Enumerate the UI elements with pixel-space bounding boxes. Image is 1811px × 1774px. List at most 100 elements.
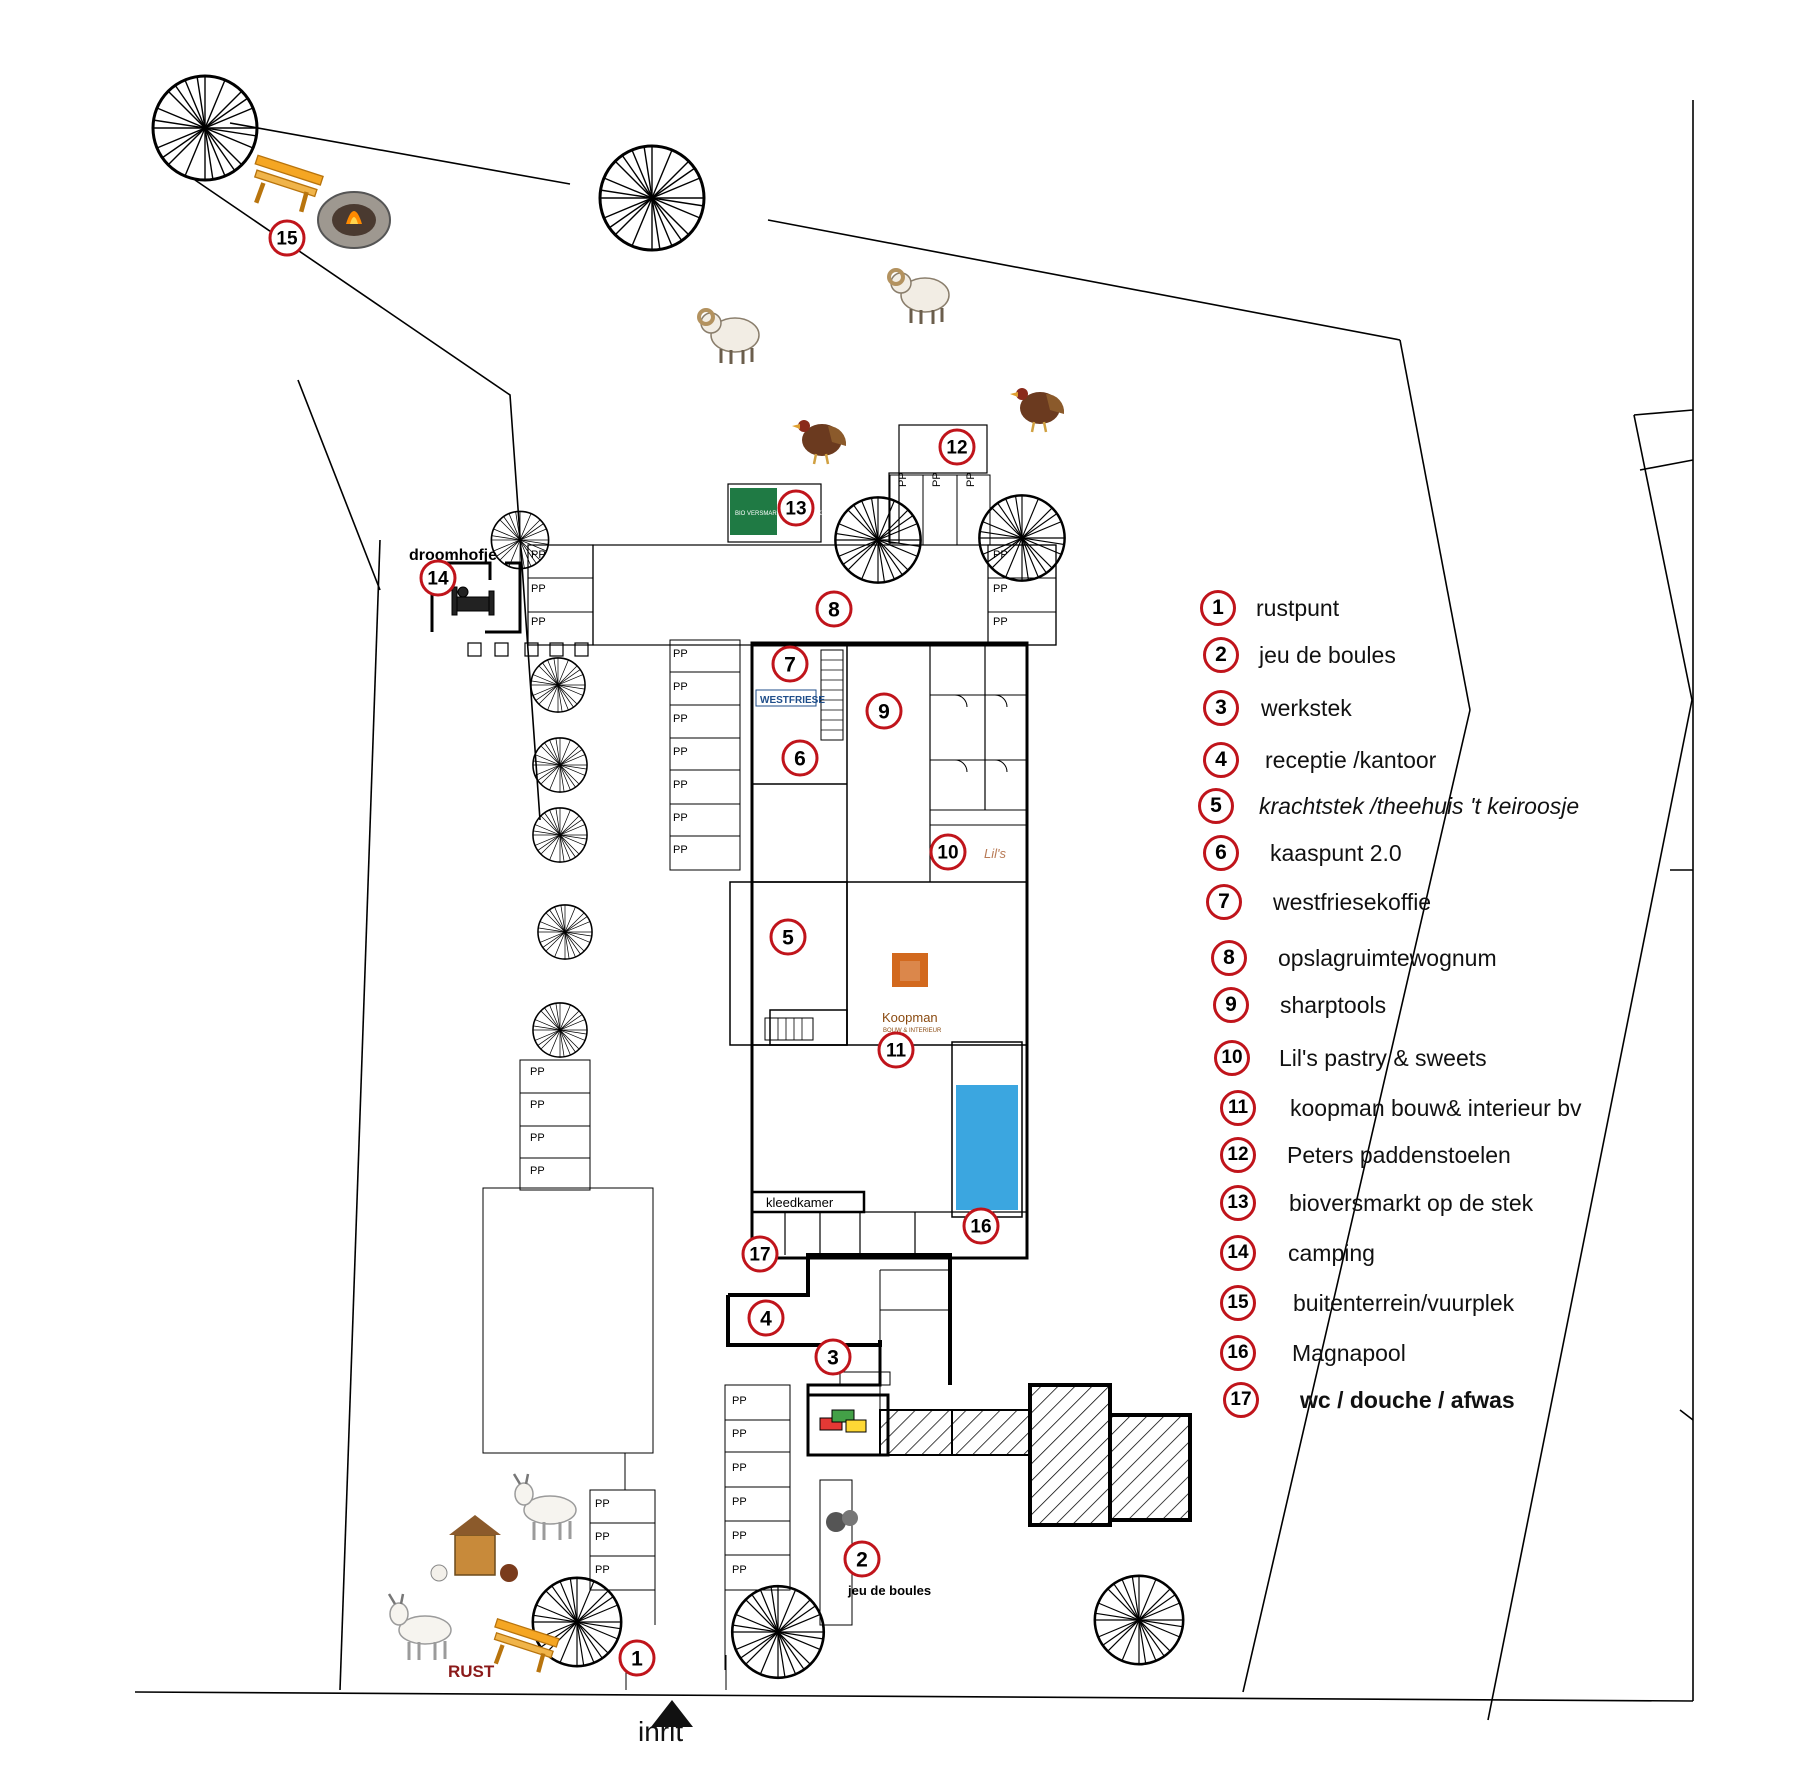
legend-number-badge: 14 <box>1220 1235 1256 1271</box>
marker-number: 13 <box>785 499 806 520</box>
legend-number-badge: 4 <box>1203 742 1239 778</box>
rust-sign-label: RUST <box>448 1662 495 1681</box>
bio-versmarkt-logo <box>730 488 777 535</box>
entrance-arrow-icon <box>651 1700 693 1727</box>
pp-label: PP <box>530 1165 545 1177</box>
pp-label: PP <box>530 1066 545 1078</box>
map-marker-1[interactable]: 1 <box>618 1639 656 1677</box>
legend-number-badge: 6 <box>1203 835 1239 871</box>
map-marker-10[interactable]: 10 <box>929 833 967 871</box>
animal-icons <box>387 268 1066 1662</box>
map-marker-8[interactable]: 8 <box>815 590 853 628</box>
chicken-coop-icon <box>430 1515 518 1582</box>
property-boundary <box>134 100 1694 1721</box>
map-marker-9[interactable]: 9 <box>865 692 903 730</box>
map-marker-5[interactable]: 5 <box>769 918 807 956</box>
map-marker-14[interactable]: 14 <box>419 559 457 597</box>
tree-icon <box>730 1584 826 1680</box>
pp-label: PP <box>673 648 688 660</box>
legend-item-5: 5 krachtstek /theehuis 't keiroosje <box>1198 786 1579 826</box>
map-marker-17[interactable]: 17 <box>741 1235 779 1273</box>
pp-label: PP <box>732 1462 747 1474</box>
marker-number: 12 <box>946 438 967 459</box>
tree-icon <box>978 494 1066 582</box>
main-complex <box>729 641 1029 1260</box>
map-marker-7[interactable]: 7 <box>771 645 809 683</box>
building-12 <box>888 424 988 544</box>
marker-ring <box>741 1235 779 1273</box>
legend-number-badge: 13 <box>1220 1185 1256 1221</box>
marker-ring <box>747 1299 785 1337</box>
legend-number-badge: 15 <box>1220 1285 1256 1321</box>
pp-label: PP <box>732 1496 747 1508</box>
legend-label: rustpunt <box>1256 594 1340 621</box>
tree-icon <box>598 144 706 252</box>
legend-label: kaaspunt 2.0 <box>1270 839 1402 866</box>
marker-ring <box>771 645 809 683</box>
entrance-label: inrit <box>638 1716 684 1747</box>
tree-icon <box>834 496 922 584</box>
map-marker-13[interactable]: 13 <box>777 489 815 527</box>
map-marker-6[interactable]: 6 <box>781 739 819 777</box>
bio-sign-label: BIO VERSMARKT OP DE STEK <box>735 511 822 517</box>
legend-number-badge: 7 <box>1206 884 1242 920</box>
legend-number-badge: 12 <box>1220 1137 1256 1173</box>
legend-item-1: 1 rustpunt <box>1200 588 1339 628</box>
marker-number: 17 <box>749 1245 770 1266</box>
map-marker-2[interactable]: 2 <box>843 1540 881 1578</box>
map-marker-11[interactable]: 11 <box>877 1031 915 1069</box>
map-marker-16[interactable]: 16 <box>962 1207 1000 1245</box>
map-marker-4[interactable]: 4 <box>747 1299 785 1337</box>
legend-label: krachtstek /theehuis 't keiroosje <box>1259 792 1580 819</box>
pp-label: PP <box>530 1099 545 1111</box>
pp-label: PP <box>531 583 546 595</box>
turkey-icon <box>1008 386 1066 434</box>
sheep-icon <box>697 308 761 366</box>
legend-label: Magnapool <box>1292 1339 1406 1366</box>
map-marker-3[interactable]: 3 <box>814 1338 852 1376</box>
marker-number: 1 <box>631 1648 643 1671</box>
legend-label: bioversmarkt op de stek <box>1289 1189 1534 1216</box>
tree-icon <box>151 74 259 182</box>
koopman-sub-label: BOUW & INTERIEUR <box>883 1028 942 1034</box>
legend-label: werkstek <box>1261 694 1352 721</box>
pp-label: PP <box>595 1531 610 1543</box>
marker-number: 7 <box>784 654 796 677</box>
map-marker-15[interactable]: 15 <box>268 219 306 257</box>
tree-icon <box>1093 1574 1185 1666</box>
legend-label: sharptools <box>1280 991 1387 1018</box>
tree-icon <box>537 904 593 960</box>
legend-label: Lil's pastry & sweets <box>1279 1044 1487 1071</box>
legend-item-15: 15 buitenterrein/vuurplek <box>1220 1283 1514 1323</box>
boules-icon <box>826 1510 858 1532</box>
westfriese-sign-label: WESTFRIESE <box>760 695 825 706</box>
building-13 <box>727 483 822 543</box>
marker-number: 5 <box>782 927 794 950</box>
marker-ring <box>877 1031 915 1069</box>
tree-icon <box>532 737 588 793</box>
pp-label: PP <box>673 746 688 758</box>
sheep-icon <box>887 268 951 326</box>
legend-number-badge: 5 <box>1198 788 1234 824</box>
pp-label: PP <box>993 616 1008 628</box>
legend-label: buitenterrein/vuurplek <box>1293 1289 1515 1316</box>
legend-label: receptie /kantoor <box>1265 746 1437 773</box>
westfriese-logo <box>755 689 817 707</box>
marker-ring <box>938 428 976 466</box>
marker-number: 14 <box>427 569 449 590</box>
marker-number: 15 <box>276 229 298 250</box>
map-marker-12[interactable]: 12 <box>938 428 976 466</box>
pp-label: PP <box>732 1530 747 1542</box>
legend-number-badge: 1 <box>1200 590 1236 626</box>
marker-number: 3 <box>827 1347 839 1370</box>
pp-label: PP <box>732 1564 747 1576</box>
